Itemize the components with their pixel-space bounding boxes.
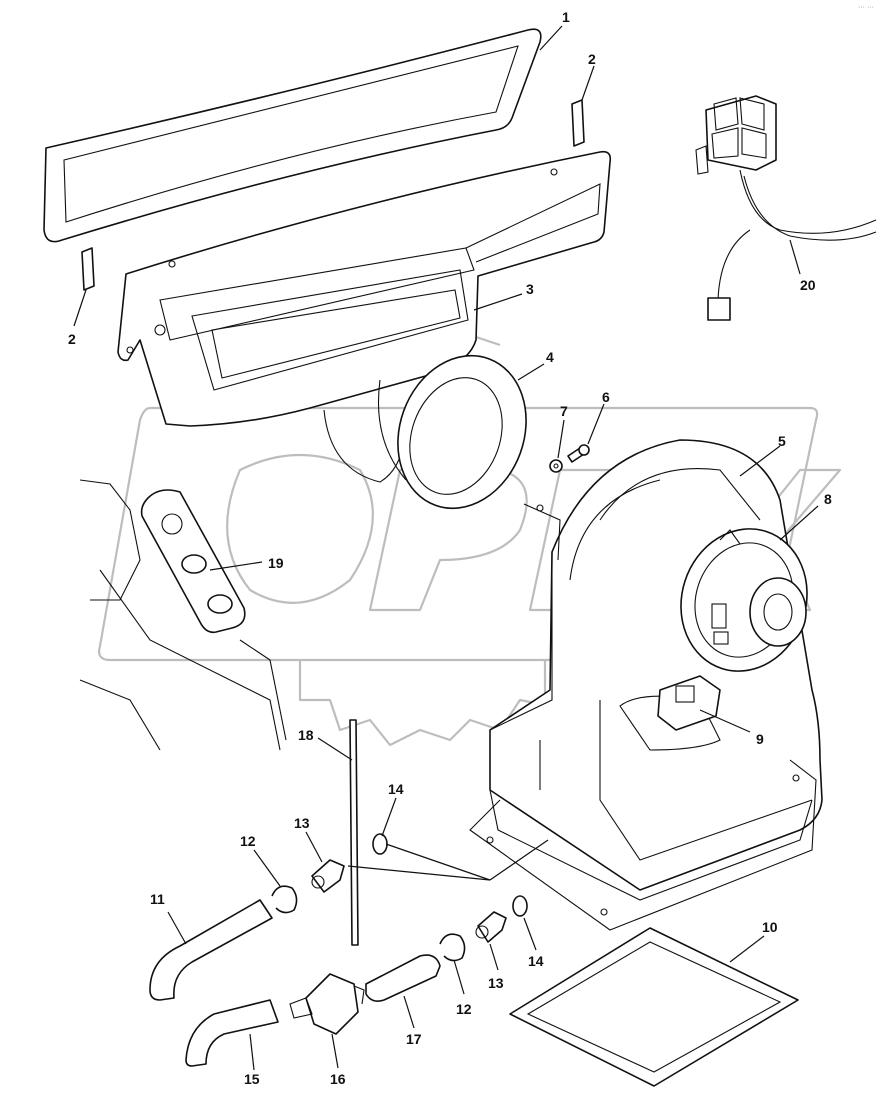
callout-1: 1 xyxy=(562,9,570,25)
callout-20: 20 xyxy=(800,277,816,293)
callout-19: 19 xyxy=(268,555,284,571)
callout-5: 5 xyxy=(778,433,786,449)
clamp-part-upper xyxy=(271,885,298,914)
callout-18: 18 xyxy=(298,727,314,743)
pad-part-upper xyxy=(571,99,585,147)
o-ring-part-upper xyxy=(372,833,388,855)
washer-part xyxy=(549,459,563,473)
callout-labels: 1 2 2 3 4 5 6 7 8 9 10 11 12 12 13 13 14… xyxy=(68,9,832,1087)
callout-15: 15 xyxy=(244,1071,260,1087)
rod-part xyxy=(349,719,359,946)
fitting-part-upper xyxy=(311,859,345,893)
callout-14: 14 xyxy=(528,953,544,969)
callout-10: 10 xyxy=(762,919,778,935)
callout-13: 13 xyxy=(488,975,504,991)
blower-motor-part xyxy=(680,528,808,672)
hose-part-upper xyxy=(149,899,273,1001)
screw-part xyxy=(567,444,590,463)
callout-2: 2 xyxy=(588,51,596,67)
hose-part-lower xyxy=(185,999,279,1067)
callout-2: 2 xyxy=(68,331,76,347)
switch-part xyxy=(657,675,721,731)
leader-lines xyxy=(73,25,819,1071)
callout-7: 7 xyxy=(560,403,568,419)
o-ring-part-lower xyxy=(512,895,528,917)
hose-part-middle xyxy=(365,954,441,1002)
callout-6: 6 xyxy=(602,389,610,405)
callout-17: 17 xyxy=(406,1031,422,1047)
callout-3: 3 xyxy=(526,281,534,297)
callout-4: 4 xyxy=(546,349,554,365)
ring-part xyxy=(377,354,527,510)
control-panel-inset xyxy=(79,479,287,751)
clamp-part-lower xyxy=(439,933,466,962)
corner-mark: ··· ··· xyxy=(858,4,874,11)
blower-housing-part xyxy=(469,439,823,931)
callout-14: 14 xyxy=(388,781,404,797)
callout-9: 9 xyxy=(756,731,764,747)
callout-11: 11 xyxy=(150,891,165,907)
valve-part xyxy=(289,973,365,1035)
callout-13: 13 xyxy=(294,815,310,831)
gasket-frame-part xyxy=(43,28,542,243)
callout-12: 12 xyxy=(240,833,256,849)
callout-16: 16 xyxy=(330,1071,346,1087)
pad-part-lower xyxy=(81,247,95,291)
callout-8: 8 xyxy=(824,491,832,507)
filter-frame-part xyxy=(509,927,799,1087)
air-duct-part xyxy=(117,150,612,483)
callout-12: 12 xyxy=(456,1001,472,1017)
relay-harness-part xyxy=(695,95,877,321)
fitting-part-lower xyxy=(475,911,507,943)
